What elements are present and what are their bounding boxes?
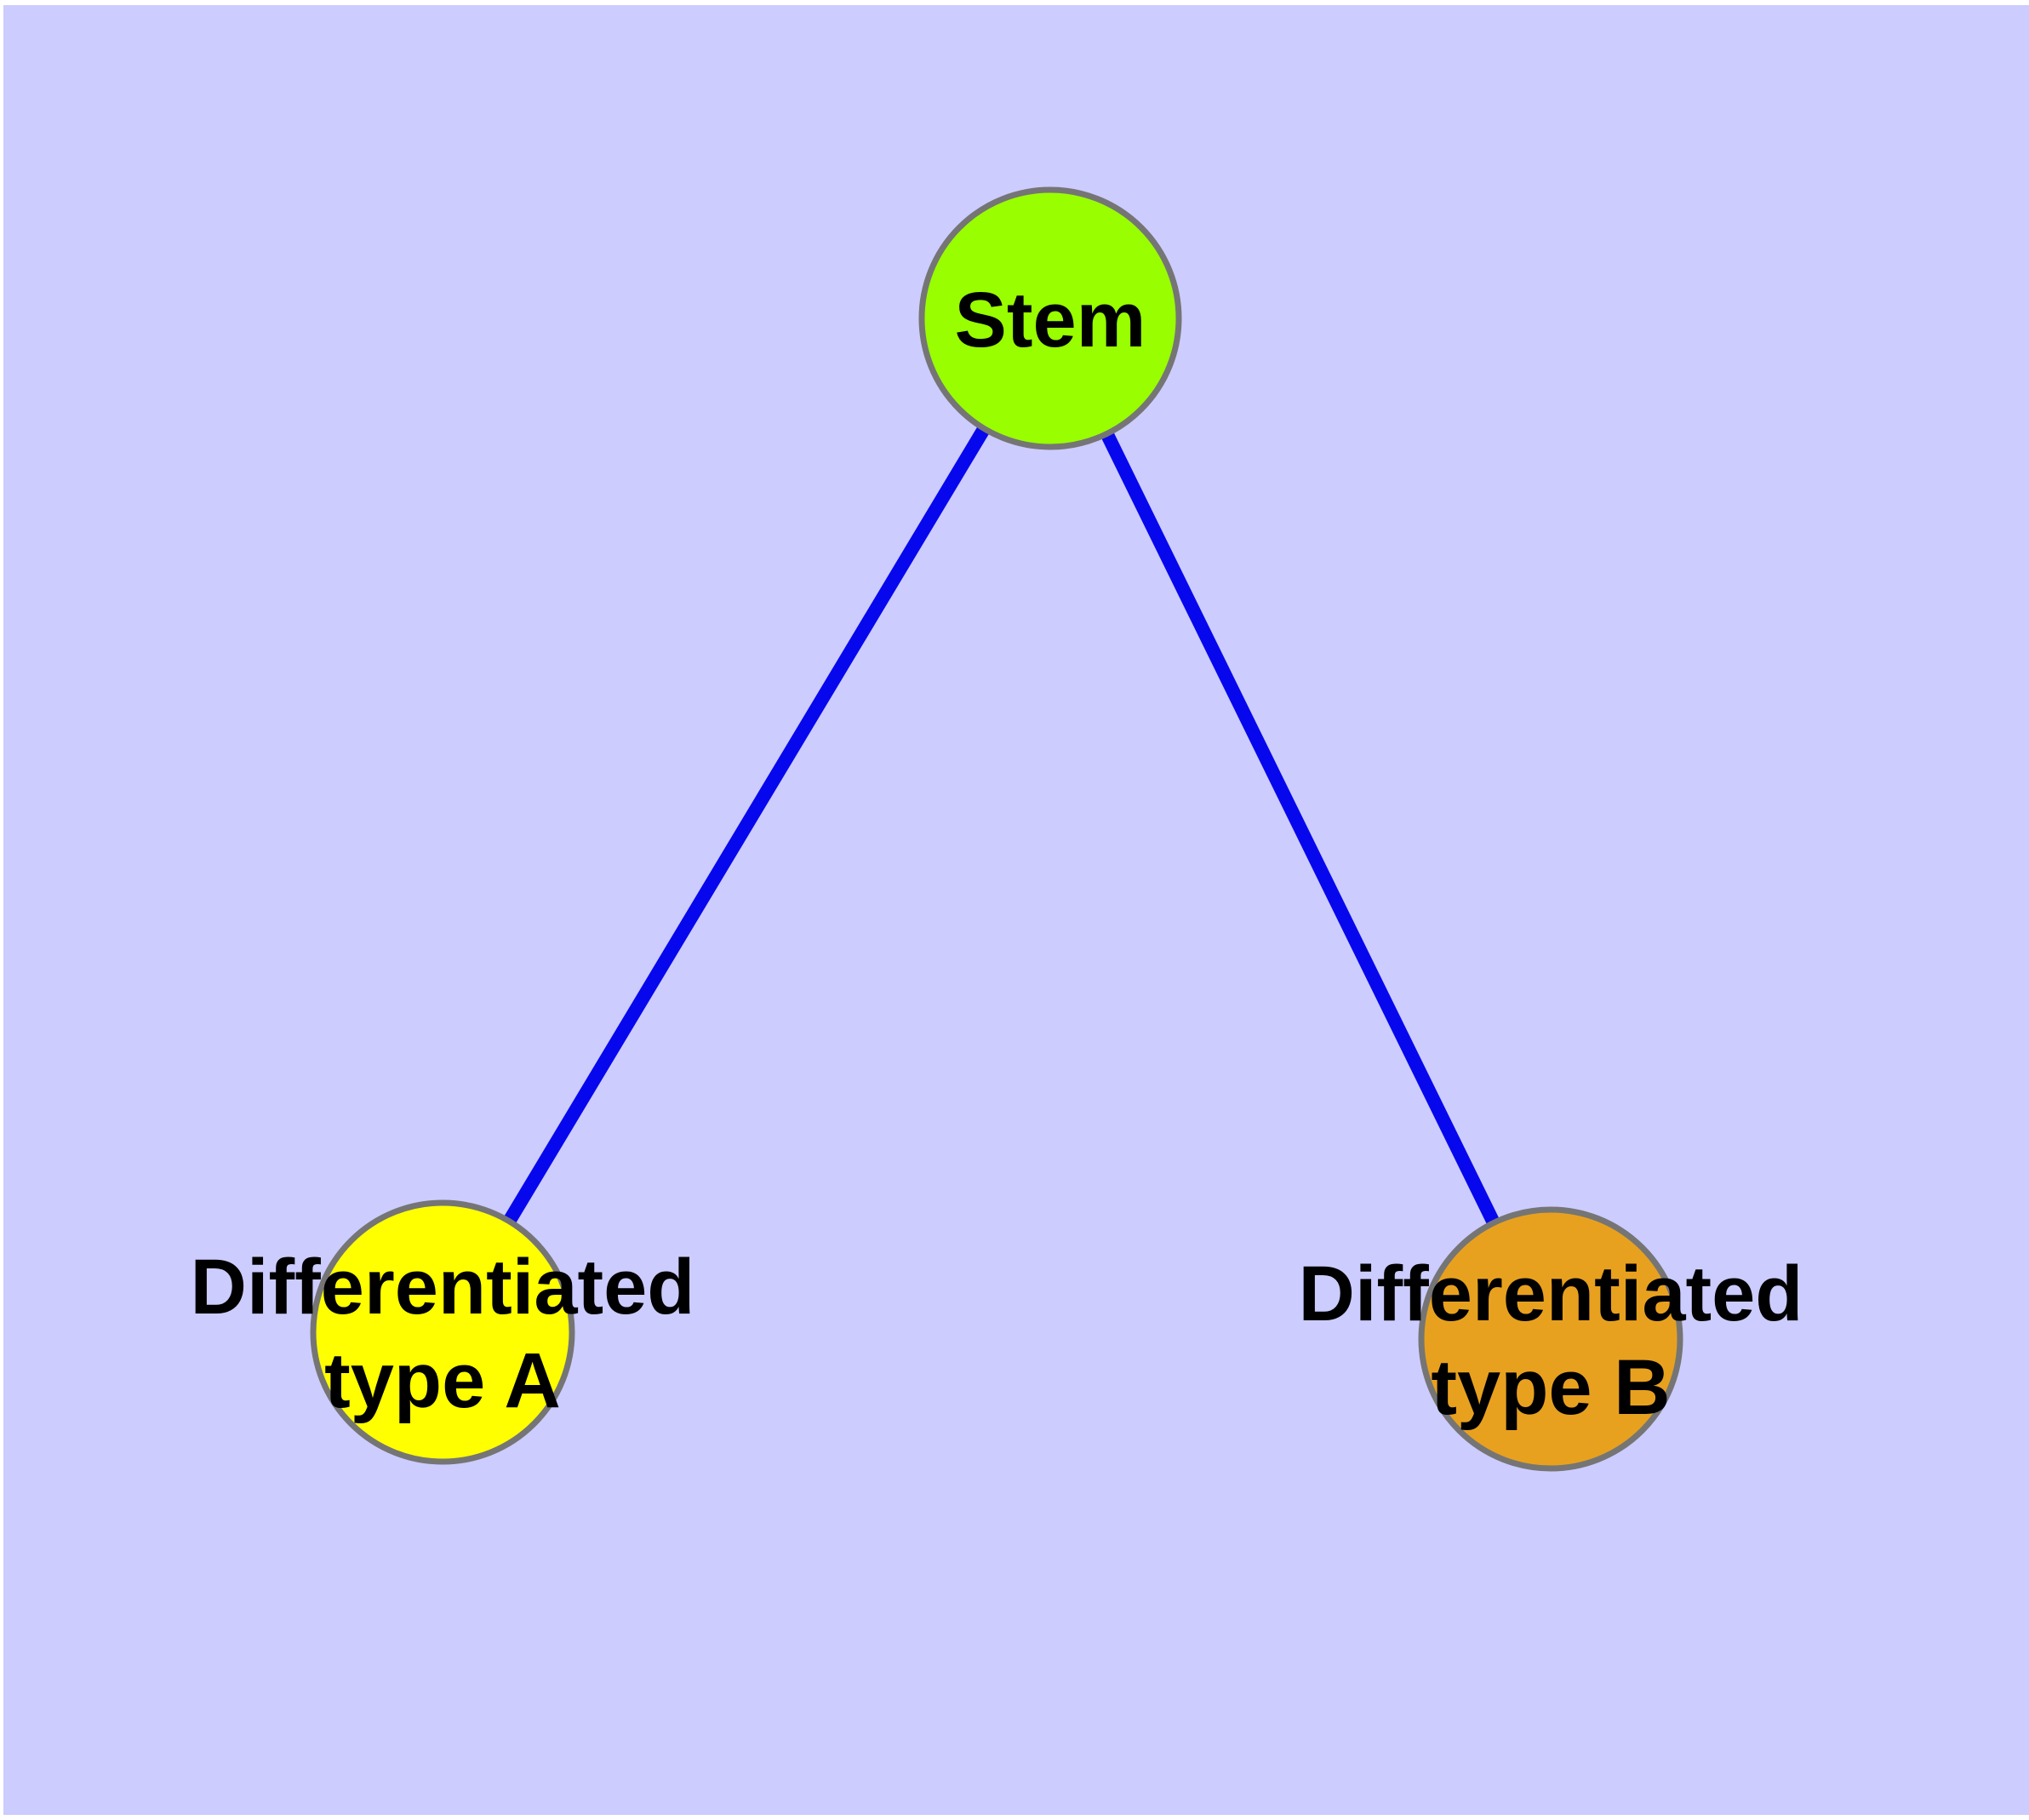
node-stem-circle	[918, 186, 1182, 450]
node-differentiated-type-a-circle	[310, 1199, 575, 1465]
node-differentiated-type-a-label-line-2: type A	[324, 1337, 561, 1424]
node-differentiated-type-b-circle	[1418, 1206, 1683, 1472]
edge-stem-to-type-b	[1043, 315, 1557, 1342]
node-differentiated-type-b: Differentiated type B	[1299, 1206, 1803, 1472]
node-differentiated-type-a: Differentiated type A	[191, 1199, 695, 1465]
node-differentiated-type-a-label-line-1: Differentiated	[191, 1244, 695, 1331]
node-differentiated-type-b-label-line-2: type B	[1431, 1344, 1670, 1431]
edge-stem-to-type-a	[437, 314, 1056, 1336]
node-differentiated-type-b-label-line-1: Differentiated	[1299, 1251, 1803, 1337]
node-stem: Stem	[918, 186, 1182, 450]
node-stem-label: Stem	[955, 277, 1146, 363]
